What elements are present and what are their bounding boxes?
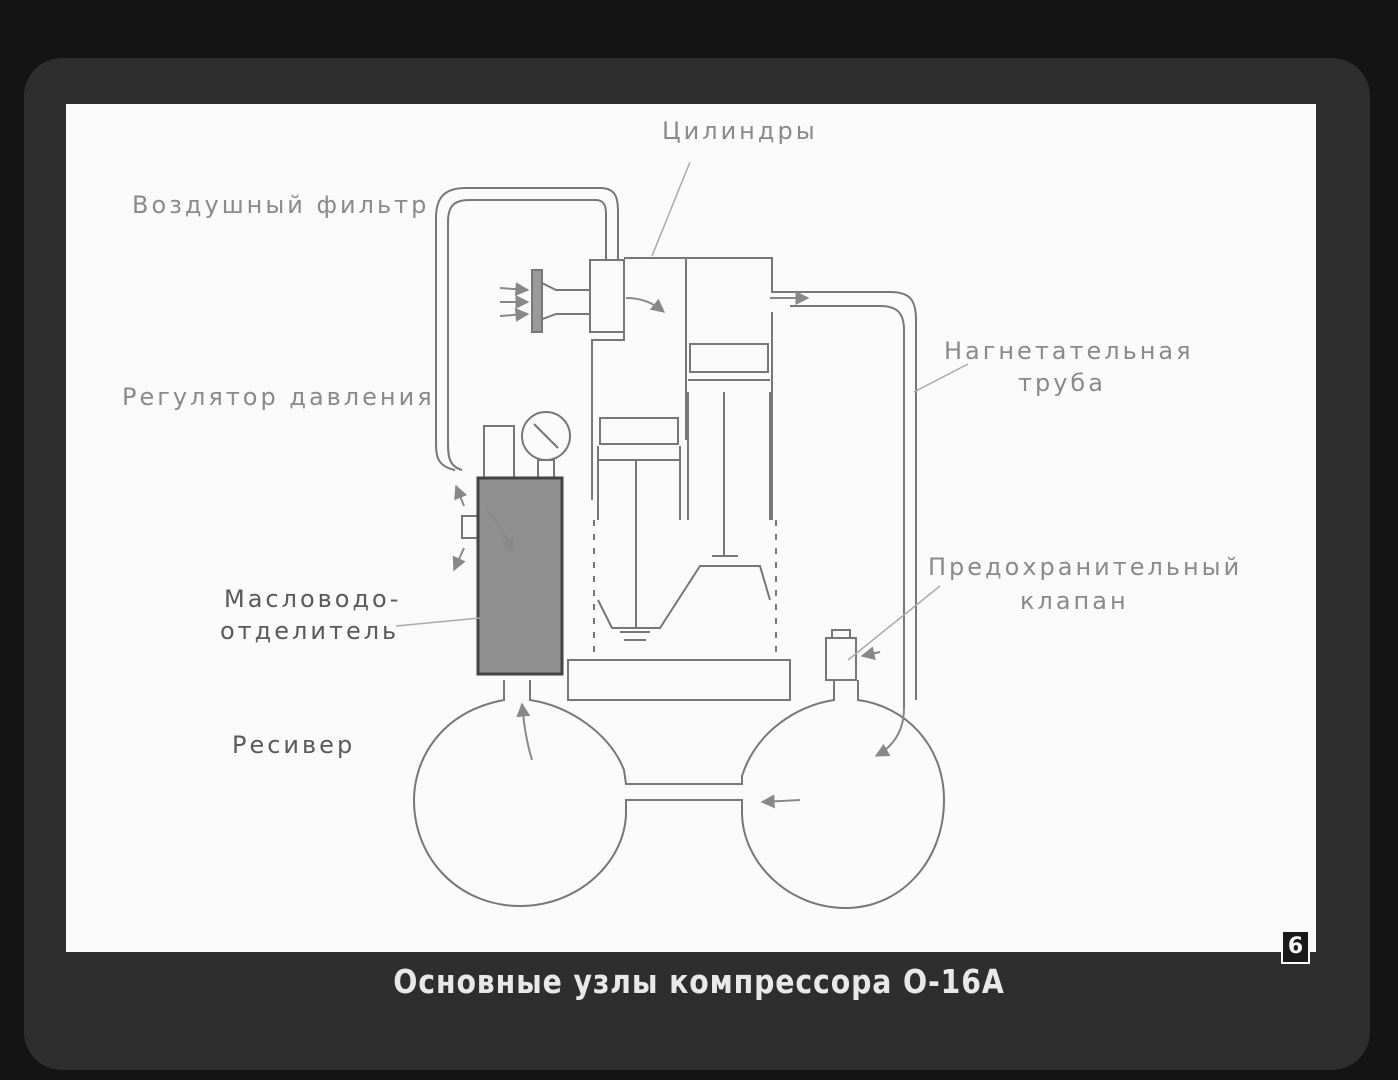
safety-valve bbox=[825, 637, 857, 681]
filter-flow-arrow bbox=[625, 297, 666, 313]
crank-dashed bbox=[593, 520, 777, 660]
safety-valve-arrow bbox=[860, 646, 881, 661]
slide-caption: Основные узлы компрессора О-16А bbox=[393, 962, 1005, 1001]
slide-area bbox=[66, 104, 1316, 952]
label-safety-valve-line1: Предохранительный bbox=[928, 553, 1243, 581]
air-filter-element bbox=[531, 269, 543, 333]
drain-arrow-down bbox=[452, 547, 466, 572]
left-receiver bbox=[412, 680, 946, 910]
label-air-filter: Воздушный фильтр bbox=[132, 191, 430, 219]
gauge-needle bbox=[533, 423, 559, 449]
intake-pipe bbox=[435, 187, 619, 471]
label-pressure-regulator: Регулятор давления bbox=[122, 383, 435, 411]
crank-shaft bbox=[597, 565, 771, 629]
label-discharge-pipe-line2: труба bbox=[1018, 369, 1106, 397]
discharge-pipe-inner bbox=[790, 305, 905, 708]
label-discharge-pipe-line1: Нагнетательная bbox=[944, 337, 1194, 365]
label-cylinders: Цилиндры bbox=[662, 117, 818, 145]
leader-safety bbox=[847, 585, 941, 661]
intake-arrow-3 bbox=[499, 307, 530, 322]
cylinder-block bbox=[591, 257, 790, 500]
left-piston bbox=[599, 417, 679, 445]
connecting-rods bbox=[635, 392, 725, 628]
drain-valve bbox=[461, 515, 479, 539]
label-oil-water-separator-line1: Масловодо- bbox=[224, 585, 402, 613]
receiver-flow-arrow-left bbox=[516, 702, 533, 761]
safety-valve-cap bbox=[831, 629, 851, 638]
label-oil-water-separator-line2: отделитель bbox=[220, 617, 400, 645]
left-receiver-top bbox=[529, 680, 835, 785]
label-receiver: Ресивер bbox=[232, 731, 356, 759]
page-number: 6 bbox=[1281, 930, 1310, 964]
intake-arrow-1 bbox=[499, 282, 530, 297]
label-safety-valve-line2: клапан bbox=[1020, 587, 1129, 615]
separator-flow-arrow bbox=[485, 509, 515, 554]
right-cylinder-walls bbox=[687, 379, 771, 520]
leader-cylinders bbox=[651, 161, 691, 257]
right-piston bbox=[689, 343, 769, 373]
discharge-pipe bbox=[790, 291, 917, 700]
leader-discharge bbox=[913, 363, 969, 393]
oil-water-separator bbox=[476, 476, 564, 676]
receiver-flow-arrow-mid bbox=[760, 794, 801, 809]
drain-arrow-up bbox=[454, 484, 468, 507]
receiver-flow-arrow-right bbox=[874, 707, 905, 757]
filter-neck bbox=[539, 281, 590, 321]
left-cylinder-walls bbox=[597, 446, 681, 520]
regulator-box bbox=[483, 425, 515, 479]
crank-bearings bbox=[620, 555, 738, 641]
leader-separator bbox=[395, 617, 481, 627]
crankcase bbox=[567, 659, 791, 701]
intake-pipe-inner bbox=[447, 199, 607, 471]
filter-housing bbox=[589, 259, 625, 333]
